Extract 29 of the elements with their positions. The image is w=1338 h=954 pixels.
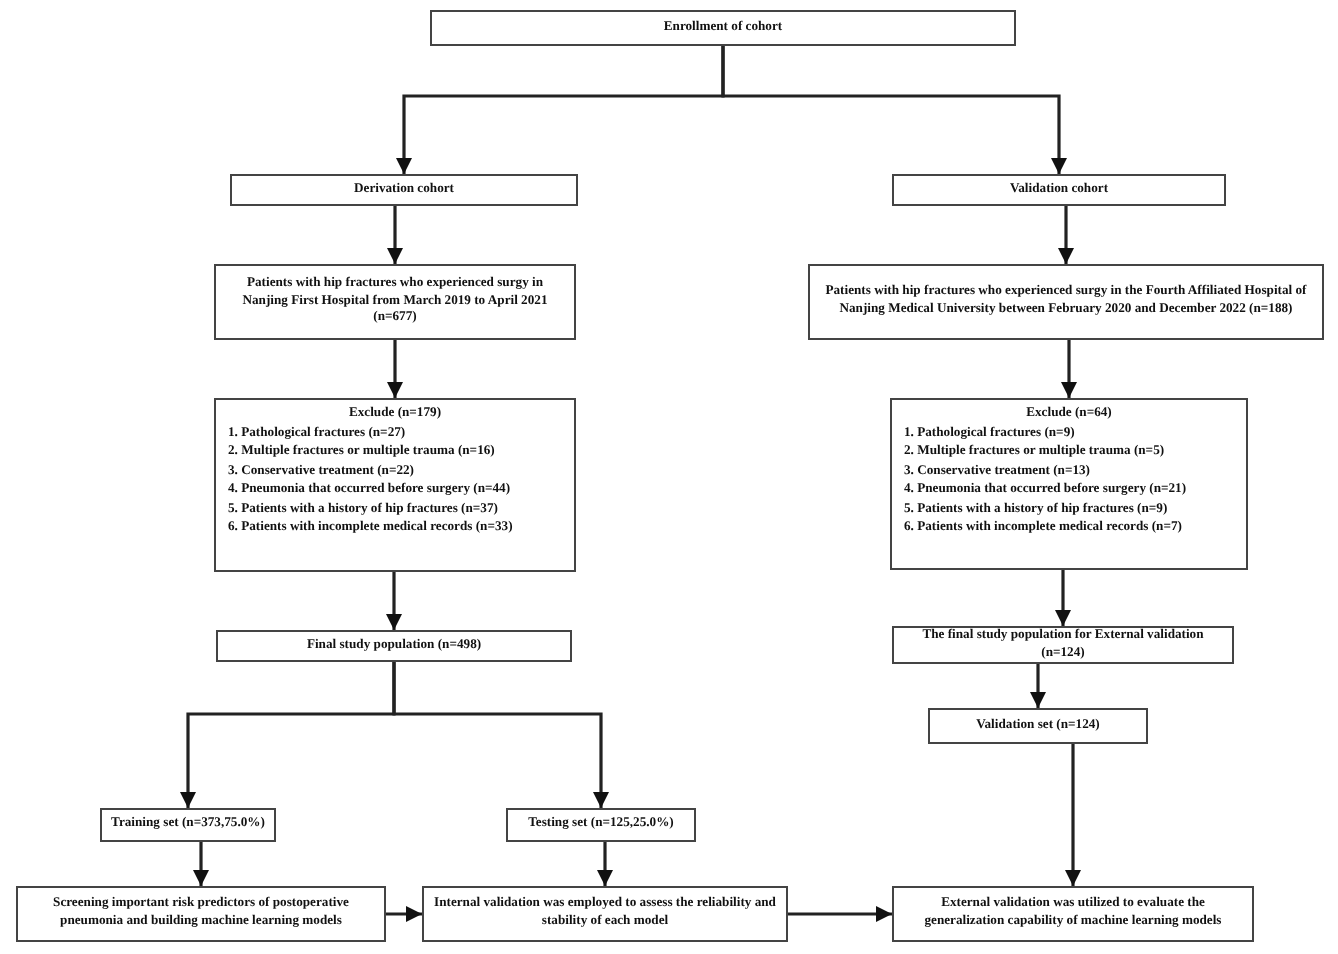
process-box [16, 886, 386, 942]
arrow [1061, 340, 1077, 398]
process-box [928, 708, 1148, 744]
arrow [721, 46, 1067, 174]
arrow [1065, 744, 1081, 886]
process-box [214, 398, 576, 572]
arrow [387, 340, 403, 398]
process-box [430, 10, 1016, 46]
arrow [1030, 664, 1046, 708]
process-box [890, 398, 1248, 570]
process-box [892, 886, 1254, 942]
arrow [386, 572, 402, 630]
process-box [892, 626, 1234, 664]
arrow [387, 206, 403, 264]
process-box [422, 886, 788, 942]
arrow [392, 662, 609, 808]
process-box [230, 174, 578, 206]
arrow [193, 842, 209, 886]
process-box [216, 630, 572, 662]
arrow [386, 906, 422, 922]
arrow [788, 906, 892, 922]
arrow [597, 842, 613, 886]
process-box [892, 174, 1226, 206]
process-box [808, 264, 1324, 340]
arrow [1058, 206, 1074, 264]
process-box [214, 264, 576, 340]
process-box [506, 808, 696, 842]
arrow [1055, 570, 1071, 626]
process-box [100, 808, 276, 842]
